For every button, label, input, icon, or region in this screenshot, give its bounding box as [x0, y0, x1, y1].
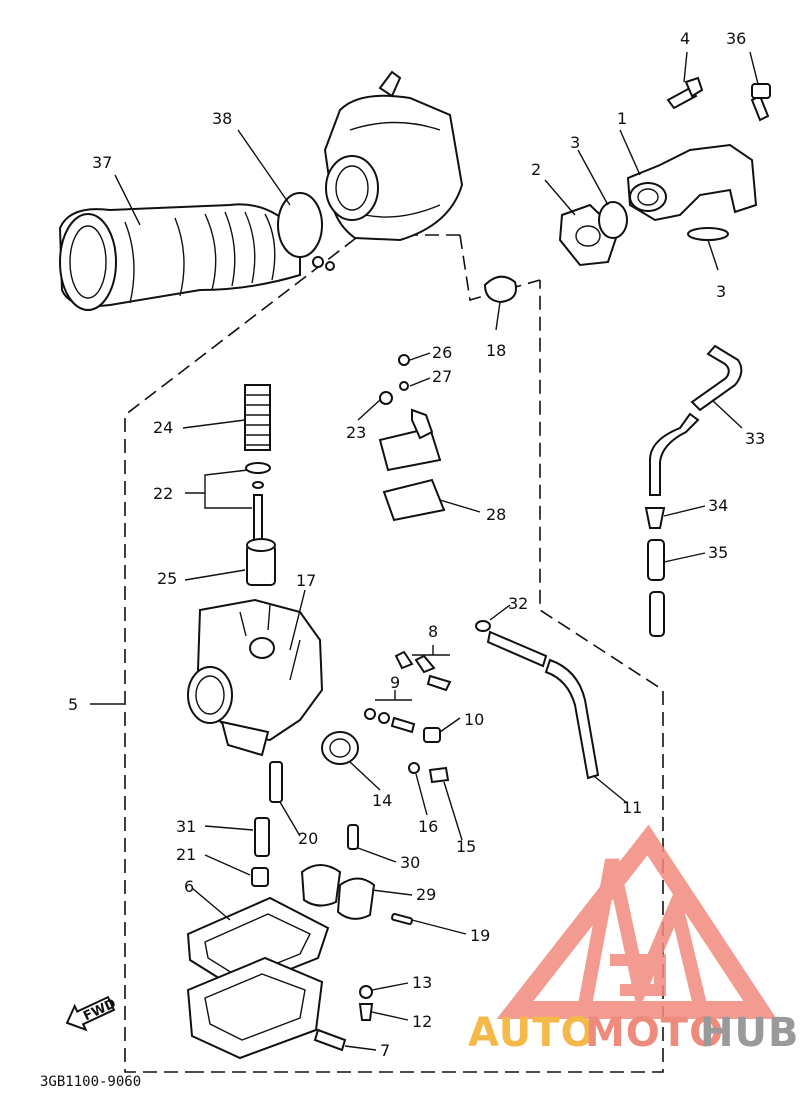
callout-22: 22 [153, 484, 173, 503]
callout-25: 25 [157, 569, 177, 588]
o-ring-upper [598, 201, 628, 239]
jet-needle [253, 494, 263, 544]
intake-manifold [626, 143, 758, 222]
piston-valve [246, 538, 276, 586]
callout-31: 31 [176, 817, 196, 836]
callout-15: 15 [456, 837, 476, 856]
callout-3-upper: 3 [570, 133, 580, 152]
carb-top-housing [323, 70, 464, 242]
throttle-spring [244, 384, 271, 451]
callout-32: 32 [508, 594, 528, 613]
callout-7: 7 [380, 1041, 390, 1060]
cap-14 [321, 731, 359, 765]
o-ring-lower [687, 227, 729, 241]
callout-18: 18 [486, 341, 506, 360]
callout-23: 23 [346, 423, 366, 442]
callout-35: 35 [708, 543, 728, 562]
callout-36: 36 [726, 29, 746, 48]
callout-9: 9 [390, 673, 400, 692]
callout-4: 4 [680, 29, 690, 48]
callout-29: 29 [416, 885, 436, 904]
needle-jet-20 [269, 761, 283, 803]
callout-17: 17 [296, 571, 316, 590]
automotohub-logo-icon [496, 824, 777, 1019]
hose-clamp [277, 192, 335, 271]
watermark-text: AUTO MOTO HUB [468, 1010, 799, 1056]
forward-arrow-icon: FWD [65, 995, 119, 1032]
callout-6: 6 [184, 877, 194, 896]
float-pin-19 [391, 912, 413, 926]
bolt-4 [666, 76, 704, 110]
callout-19: 19 [470, 926, 490, 945]
callout-20: 20 [298, 829, 318, 848]
float-bowl [186, 956, 324, 1060]
callout-26: 26 [432, 343, 452, 362]
watermark-hub: HUB [700, 1010, 799, 1056]
watermark-moto: MOTO [585, 1010, 724, 1056]
main-jet-21 [251, 867, 269, 887]
ring-16 [408, 762, 420, 774]
callout-38: 38 [212, 109, 232, 128]
float-29 [300, 864, 376, 920]
callout-21: 21 [176, 845, 196, 864]
bolt-36 [750, 83, 771, 122]
gasket-18 [483, 275, 517, 304]
callout-28: 28 [486, 505, 506, 524]
air-intake-boot [58, 203, 301, 311]
fuel-hose-11 [475, 620, 600, 780]
screw-set-8 [394, 650, 452, 692]
diagram-code: 3GB1100-9060 [40, 1074, 141, 1090]
callout-8: 8 [428, 622, 438, 641]
screw-set-9 [364, 708, 416, 734]
watermark-auto: AUTO [468, 1010, 596, 1056]
callout-12: 12 [412, 1012, 432, 1031]
callout-37: 37 [92, 153, 112, 172]
callout-24: 24 [153, 418, 173, 437]
washer-22 [245, 462, 271, 474]
callout-27: 27 [432, 367, 452, 386]
needle-valve-30 [347, 824, 359, 850]
callout-30: 30 [400, 853, 420, 872]
cap-10 [423, 727, 441, 743]
clip-22 [252, 481, 264, 489]
drain-screw-7 [313, 1028, 347, 1052]
callout-34: 34 [708, 496, 728, 515]
callout-33: 33 [745, 429, 765, 448]
callout-labels: 1 2 3 3 4 36 37 38 18 33 26 27 23 28 24 … [68, 29, 765, 1060]
pilot-jet-31 [254, 817, 270, 857]
screw-15 [428, 766, 450, 784]
top-cover-assembly [378, 354, 446, 522]
callout-11: 11 [622, 798, 642, 817]
callout-14: 14 [372, 791, 392, 810]
callout-1: 1 [617, 109, 627, 128]
screw-12 [358, 1003, 374, 1021]
callout-16: 16 [418, 817, 438, 836]
leader-lines [90, 51, 759, 1051]
callout-10: 10 [464, 710, 484, 729]
callout-5: 5 [68, 695, 78, 714]
hose-joint-34 [644, 507, 666, 529]
callout-2: 2 [531, 160, 541, 179]
hose-35 [647, 539, 665, 637]
screw-13 [359, 985, 373, 999]
callout-13: 13 [412, 973, 432, 992]
vent-hose-33 [649, 344, 743, 496]
carburetor-body [187, 598, 324, 757]
callout-3-lower: 3 [716, 282, 726, 301]
